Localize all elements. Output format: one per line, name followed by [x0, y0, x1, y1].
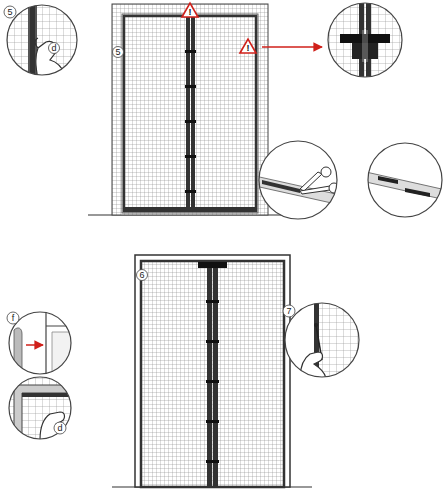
detail-pins	[282, 300, 362, 380]
detail-tape	[5, 310, 75, 445]
callout-number: d	[57, 423, 62, 433]
callout-number: f	[12, 313, 15, 323]
detail-cut-strip	[255, 140, 446, 230]
door-bottom	[112, 255, 312, 487]
warning-mark: !	[189, 7, 192, 17]
callout-number: 5	[115, 47, 120, 57]
callout-number: 5	[7, 7, 12, 17]
callout-number: 7	[286, 306, 291, 316]
callout-number: d	[51, 43, 56, 53]
detail-hook-strip	[0, 0, 90, 90]
detail-top-clip	[240, 0, 410, 90]
callout-number: 6	[139, 270, 144, 280]
warning-mark: !	[247, 43, 250, 53]
